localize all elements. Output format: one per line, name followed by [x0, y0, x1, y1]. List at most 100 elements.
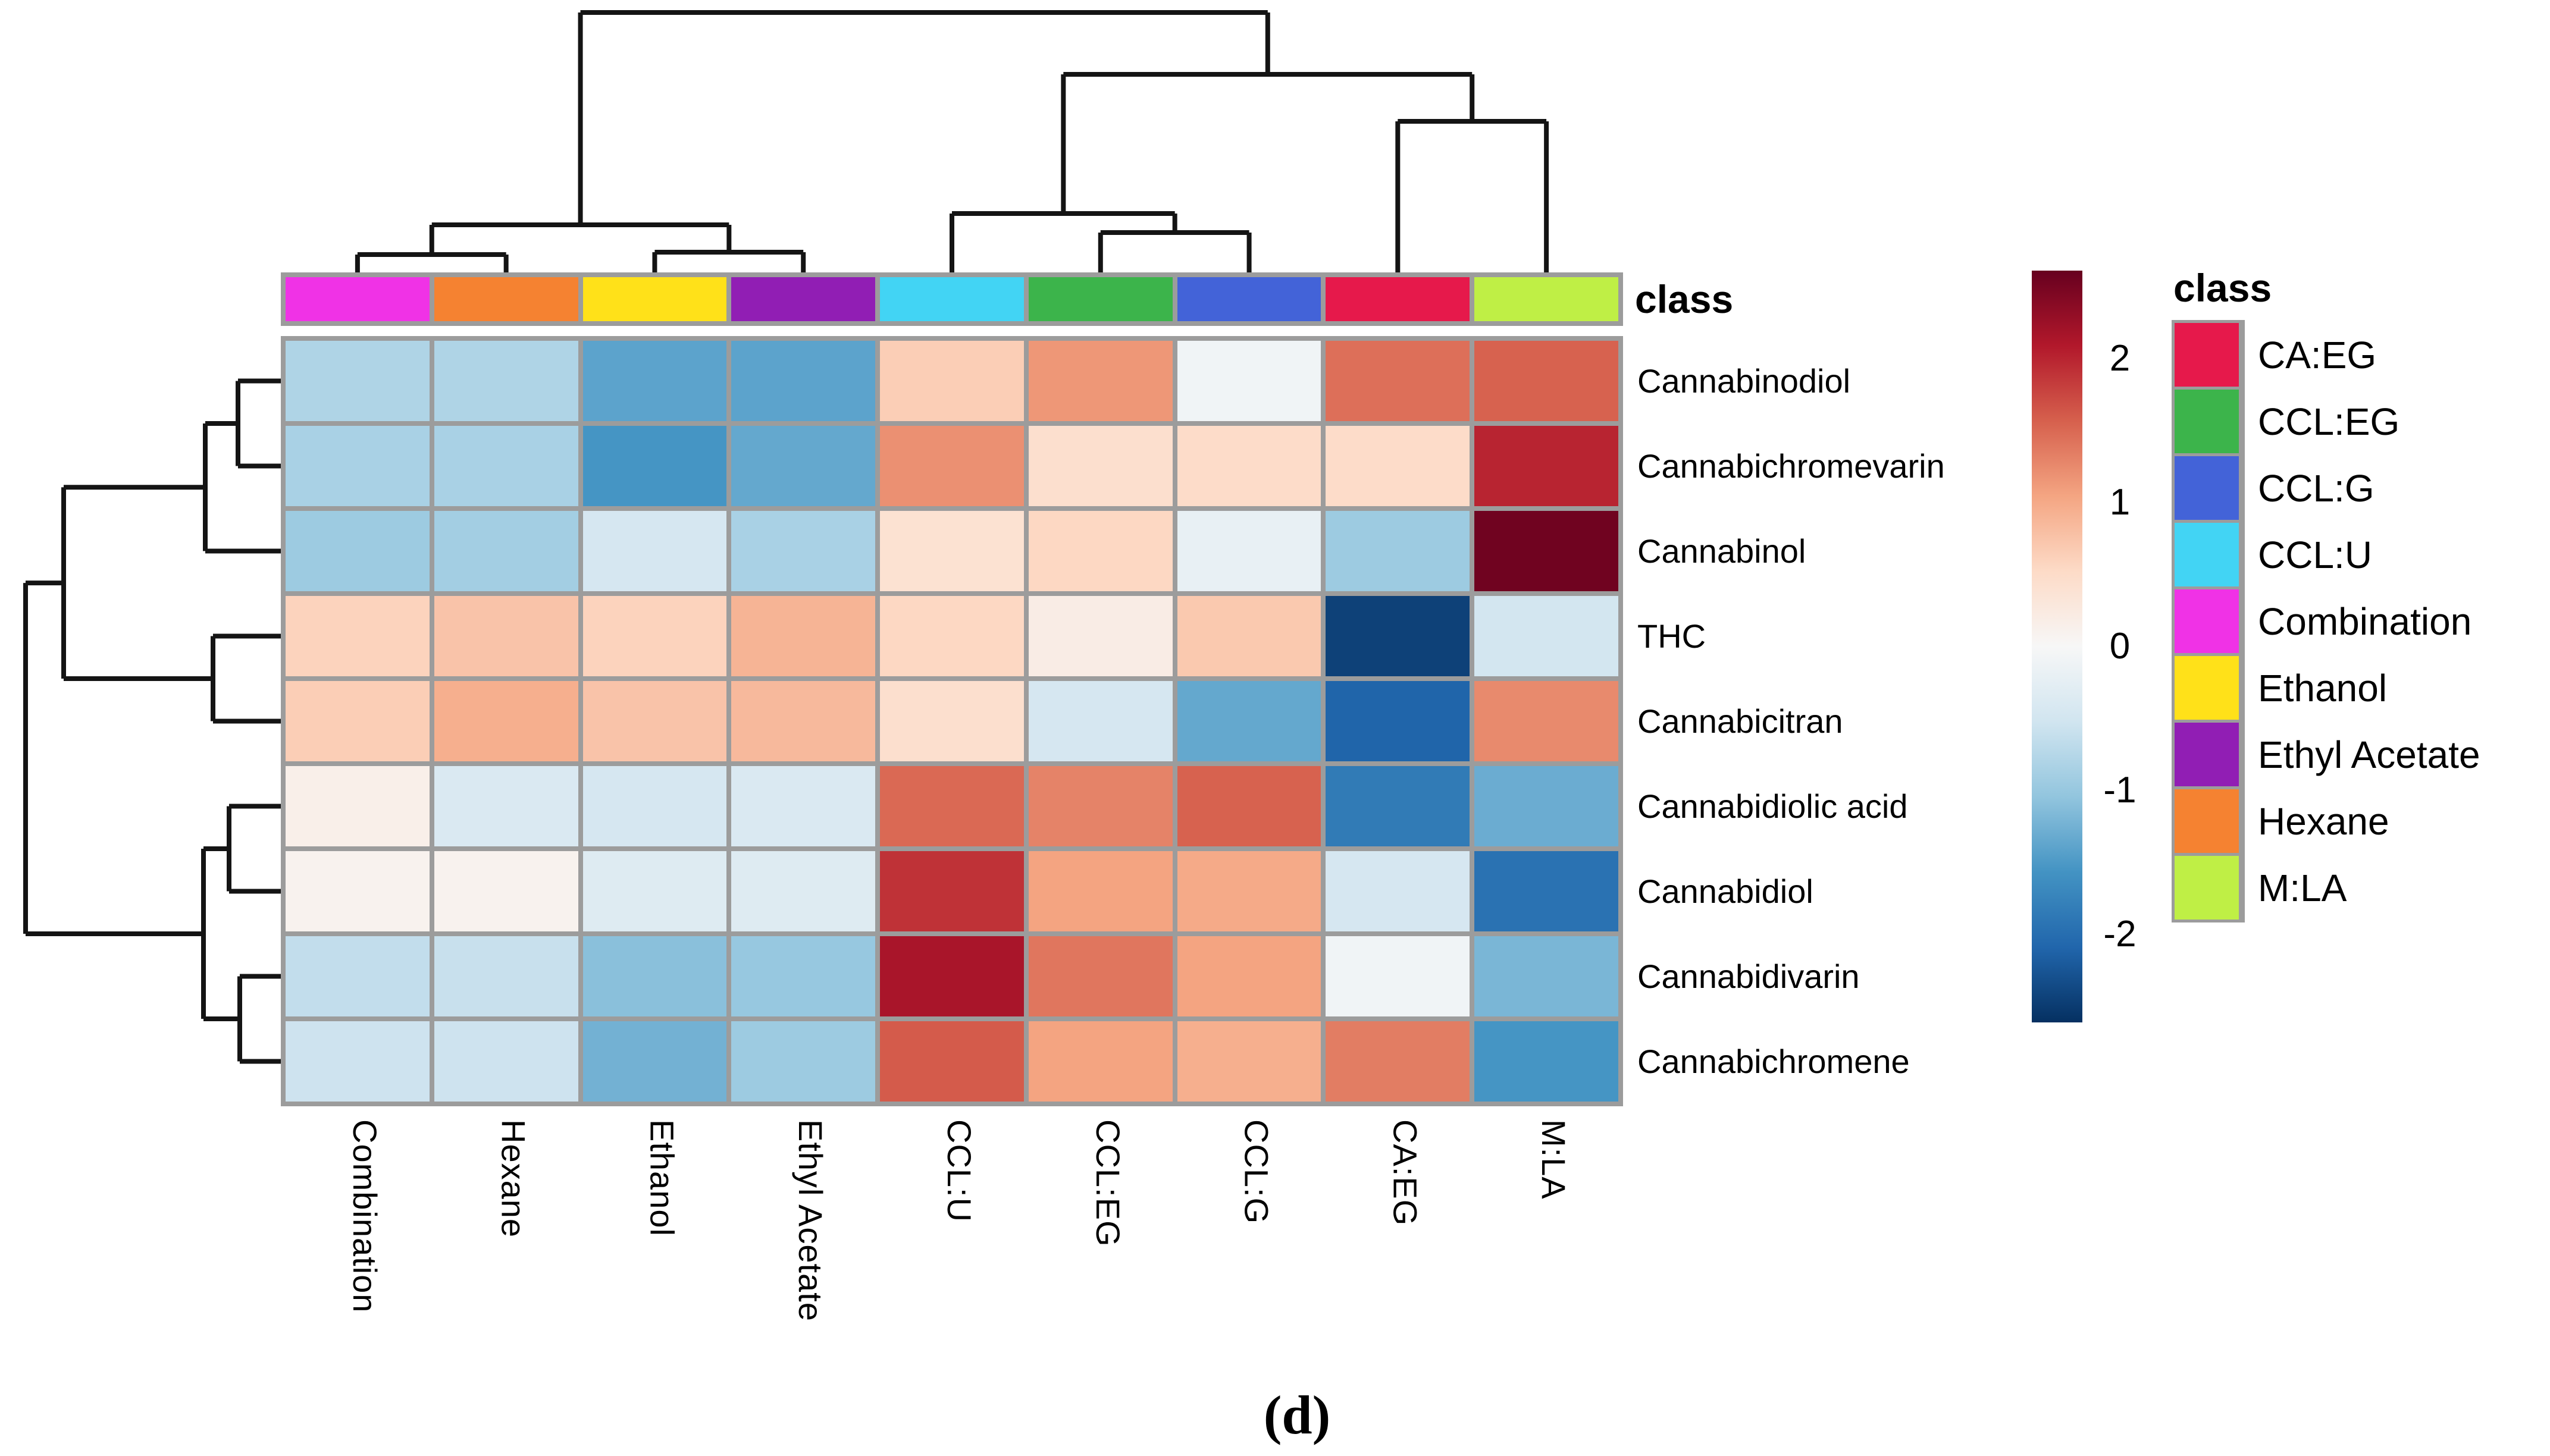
legend-label-Hexane: Hexane [2258, 799, 2389, 843]
row-label-Cannabinodiol: Cannabinodiol [1637, 362, 1851, 400]
heatmap-cell [1028, 596, 1173, 676]
class-color-bar [281, 272, 1623, 326]
colorbar-tick--1: -1 [2103, 770, 2137, 811]
class-bar-cell-Ethanol [582, 277, 727, 321]
heatmap-cell [1177, 681, 1321, 761]
heatmap-cell [582, 596, 727, 676]
legend-label-Ethanol: Ethanol [2258, 666, 2388, 710]
heatmap-cell [880, 511, 1024, 591]
heatmap-cell [582, 511, 727, 591]
class-bar-cell-Combination [286, 277, 430, 321]
legend-title: class [2173, 266, 2272, 310]
heatmap-cell [1326, 1021, 1470, 1102]
row-label-Cannabicitran: Cannabicitran [1637, 702, 1843, 740]
heatmap-cell [1177, 341, 1321, 421]
heatmap-cell [286, 851, 430, 931]
heatmap-cell [731, 766, 876, 846]
heatmap-cell [582, 851, 727, 931]
legend-label-CCL:U: CCL:U [2258, 533, 2373, 576]
figure-caption: (d) [1263, 1385, 1331, 1445]
heatmap-cell [1028, 851, 1173, 931]
legend-label-CCL:G: CCL:G [2258, 466, 2374, 510]
heatmap-cell [1177, 426, 1321, 506]
heatmap-cell [731, 681, 876, 761]
heatmap-cell [286, 766, 430, 846]
class-bar-cell-Hexane [434, 277, 578, 321]
heatmap-cell [434, 426, 578, 506]
heatmap-cell [1474, 851, 1618, 931]
heatmap-cell [1326, 511, 1470, 591]
heatmap-cell [1326, 426, 1470, 506]
class-bar-title: class [1635, 277, 1734, 321]
column-label-Ethyl Acetate: Ethyl Acetate [792, 1119, 830, 1322]
heatmap-cell [1326, 936, 1470, 1016]
heatmap-cell [880, 1021, 1024, 1102]
heatmap-cell [1474, 681, 1618, 761]
colorbar-tick--2: -2 [2103, 914, 2137, 955]
row-label-Cannabinol: Cannabinol [1637, 532, 1806, 570]
heatmap-cell [582, 341, 727, 421]
heatmap-cell [880, 341, 1024, 421]
heatmap-cell [1177, 511, 1321, 591]
heatmap-cell [731, 426, 876, 506]
heatmap-cell [582, 1021, 727, 1102]
heatmap-cell [582, 766, 727, 846]
legend-label-Ethyl Acetate: Ethyl Acetate [2258, 733, 2480, 776]
legend-label-CA:EG: CA:EG [2258, 333, 2377, 376]
class-bar-cell-CCL:EG [1028, 277, 1173, 321]
column-label-CCL:G: CCL:G [1238, 1119, 1276, 1225]
column-label-CA:EG: CA:EG [1386, 1119, 1424, 1226]
heatmap-cell [434, 596, 578, 676]
heatmap-cell [286, 426, 430, 506]
column-label-Combination: Combination [346, 1119, 384, 1313]
legend-swatch-Ethanol [2175, 656, 2239, 720]
heatmap-grid [281, 336, 1623, 1106]
heatmap-cell [1474, 1021, 1618, 1102]
legend-swatch-Hexane [2175, 789, 2239, 853]
heatmap-cell [1326, 766, 1470, 846]
legend-label-Combination: Combination [2258, 600, 2472, 643]
heatmap-cell [1177, 1021, 1321, 1102]
heatmap-cell [731, 851, 876, 931]
heatmap-cell [731, 936, 876, 1016]
heatmap-cell [1177, 596, 1321, 676]
heatmap-cell [731, 596, 876, 676]
colorbar-tick-0: 0 [2109, 626, 2131, 667]
row-label-Cannabichromene: Cannabichromene [1637, 1042, 1910, 1080]
heatmap-cell [434, 851, 578, 931]
class-bar-cell-CA:EG [1326, 277, 1470, 321]
heatmap-cell [1474, 426, 1618, 506]
colorbar-tick-2: 2 [2109, 337, 2131, 379]
column-label-M:LA: M:LA [1535, 1119, 1573, 1200]
heatmap-cell [582, 681, 727, 761]
legend-swatch-CCL:EG [2175, 390, 2239, 453]
legend-swatch-M:LA [2175, 856, 2239, 920]
heatmap-cell [434, 511, 578, 591]
row-dendrogram [23, 378, 281, 1064]
column-dendrogram [355, 10, 1549, 272]
column-label-CCL:U: CCL:U [941, 1119, 978, 1223]
heatmap-cell [434, 341, 578, 421]
heatmap-cell [731, 511, 876, 591]
heatmap-cell [1028, 426, 1173, 506]
heatmap-cell [286, 1021, 430, 1102]
heatmap-cell [286, 511, 430, 591]
class-bar-cell-CCL:G [1177, 277, 1321, 321]
heatmap-cell [1326, 851, 1470, 931]
colorbar-gradient [2032, 271, 2082, 1022]
colorbar-tick-1: 1 [2109, 481, 2131, 523]
class-bar-cell-CCL:U [880, 277, 1024, 321]
row-label-Cannabidivarin: Cannabidivarin [1637, 957, 1860, 995]
heatmap-cell [1474, 596, 1618, 676]
heatmap-cell [1326, 341, 1470, 421]
heatmap-cell [880, 936, 1024, 1016]
heatmap-cell [434, 1021, 578, 1102]
row-label-Cannabidiolic acid: Cannabidiolic acid [1637, 787, 1908, 825]
heatmap-cell [1028, 766, 1173, 846]
heatmap-cell [880, 766, 1024, 846]
column-label-Hexane: Hexane [494, 1119, 532, 1238]
heatmap-cell [582, 936, 727, 1016]
legend-label-CCL:EG: CCL:EG [2258, 400, 2400, 443]
heatmap-cell [286, 936, 430, 1016]
row-label-Cannabidiol: Cannabidiol [1637, 872, 1813, 910]
